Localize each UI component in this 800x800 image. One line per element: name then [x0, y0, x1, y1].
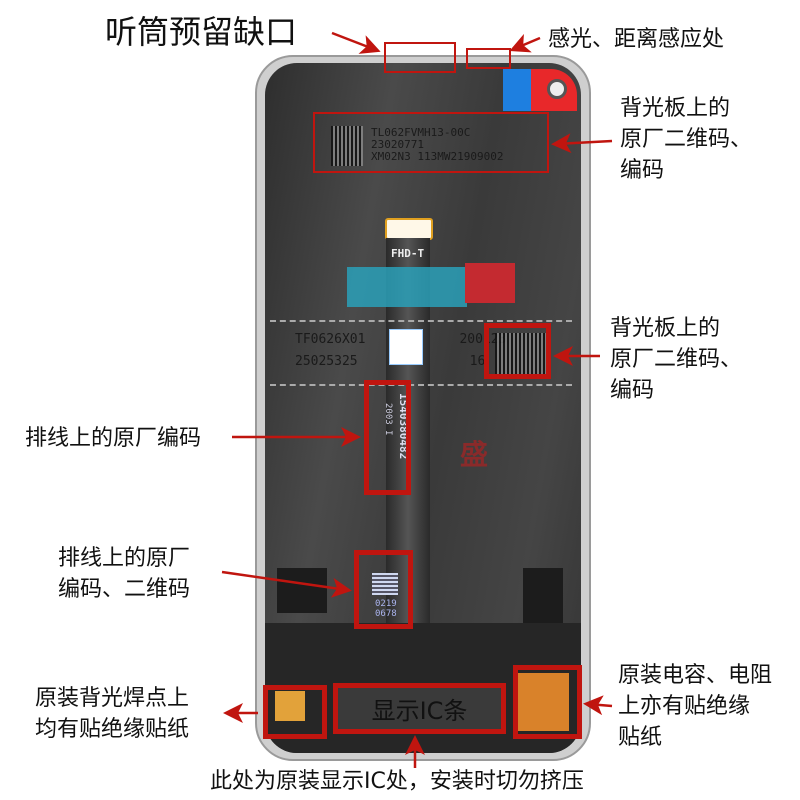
label-line: XM02N3 113MW21909002: [371, 150, 504, 163]
arrow: [551, 133, 613, 154]
highlight-capacitor: [513, 665, 582, 739]
label-line: 编码、二维码: [58, 577, 191, 602]
label-text: 16: [469, 354, 486, 369]
label-line: 原装背光焊点上: [35, 686, 190, 711]
connector-label: FHD-T: [391, 247, 425, 260]
red-stamp: 盛: [460, 438, 489, 471]
highlight-flex-qr: [354, 550, 413, 629]
qr-text-line: 0219: [375, 599, 397, 609]
sensor-hole-icon: [547, 79, 567, 99]
blue-tape: [503, 69, 531, 111]
highlight-backlight-solder: [263, 685, 327, 739]
flex-serial-sub: 2003 I: [383, 403, 393, 436]
mid-label-text: TF0626X01 200123 25025325 16: [295, 329, 506, 373]
label-text: TF0626X01: [295, 332, 366, 347]
label-backlight-code-top: 背光板上的 原厂二维码、 编码: [620, 93, 752, 186]
qr-code-mid: [495, 333, 547, 379]
arrow: [509, 33, 541, 53]
highlight-earpiece-notch: [384, 42, 456, 73]
highlight-sensor: [466, 48, 511, 69]
black-film-right: [523, 568, 563, 628]
arrow: [583, 695, 613, 716]
label-line: 原装电容、电阻: [618, 663, 773, 688]
label-backlight-solder: 原装背光焊点上 均有贴绝缘贴纸: [35, 683, 189, 745]
label-line: 编码: [610, 378, 655, 403]
label-line: 编码: [620, 158, 665, 183]
inspection-sticker: [389, 329, 423, 365]
qr-text-line: 0678: [375, 609, 397, 619]
label-line: 23020771: [371, 138, 424, 151]
solder-pad-right: [517, 673, 569, 731]
label-ic-warning: 此处为原装显示IC处，安装时切勿挤压: [210, 769, 584, 794]
teal-tape: [347, 267, 467, 307]
black-film-left: [277, 568, 327, 613]
highlight-label-top: [313, 112, 549, 173]
label-line: 原厂二维码、: [620, 127, 753, 152]
backlight-label-mid: [270, 320, 572, 386]
label-sensor: 感光、距离感应处: [548, 27, 725, 52]
label-flex-code: 排线上的原厂编码: [25, 426, 202, 451]
arrow: [331, 31, 381, 54]
label-text: 25025325: [295, 354, 358, 369]
red-tape-strip: [465, 263, 515, 303]
label-line: 背光板上的: [620, 96, 731, 121]
qr-code-top: [331, 126, 363, 166]
label-line: 原厂二维码、: [610, 347, 743, 372]
label-line: 排线上的原厂: [58, 546, 191, 571]
label-flex-code-qr: 排线上的原厂 编码、二维码: [58, 543, 190, 605]
label-earpiece-notch: 听筒预留缺口: [105, 13, 298, 51]
highlight-qr-mid: [484, 323, 551, 379]
label-line: 均有贴绝缘贴纸: [35, 717, 190, 742]
label-text: 200123: [459, 332, 507, 347]
highlight-display-ic: 显示IC条: [333, 683, 506, 734]
label-backlight-code-mid: 背光板上的 原厂二维码、 编码: [610, 313, 742, 406]
highlight-flex-serial: [364, 380, 411, 495]
label-line: TL062FVMH13-00C: [371, 126, 471, 139]
backlight-label-top: TL062FVMH13-00C 23020771 XM02N3 113MW219…: [371, 127, 503, 163]
solder-pad-left: [275, 691, 305, 721]
display-ic-label: 显示IC条: [371, 697, 468, 725]
label-line: 上亦有贴绝缘: [618, 694, 751, 719]
arrow: [221, 570, 352, 598]
label-line: 背光板上的: [610, 316, 721, 341]
flex-qr-text: 0219 0678: [375, 599, 397, 619]
label-line: 贴纸: [618, 725, 663, 750]
label-capacitor: 原装电容、电阻 上亦有贴绝缘 贴纸: [618, 660, 772, 753]
flex-qr-code-icon: [372, 573, 398, 595]
